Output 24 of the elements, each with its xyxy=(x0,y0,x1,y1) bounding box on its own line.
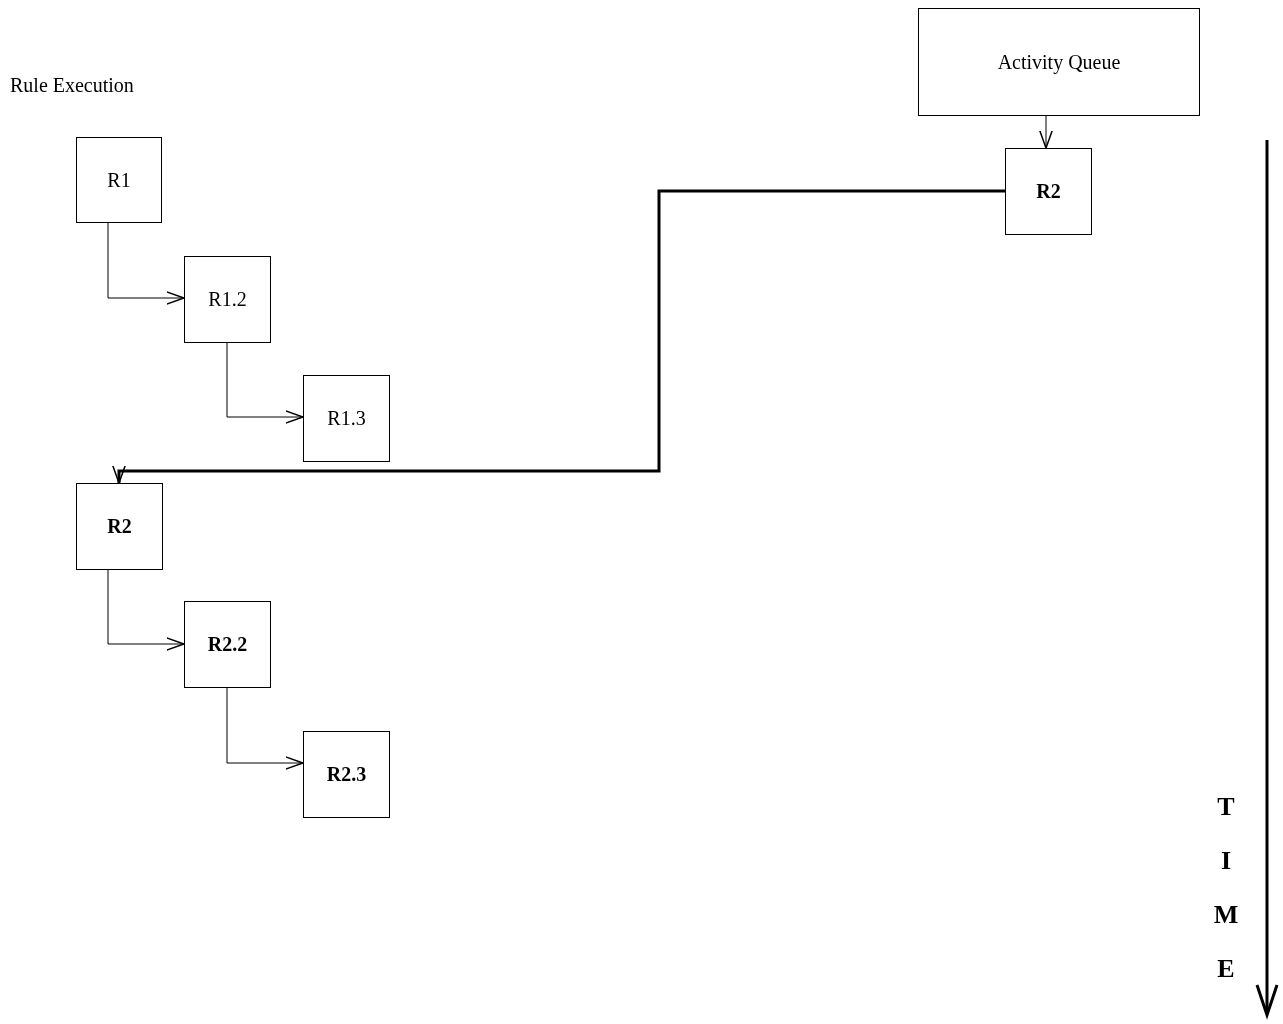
axis-label: TIME xyxy=(1213,791,1239,985)
box-label: R1.2 xyxy=(208,288,247,311)
box-label: R2.3 xyxy=(326,763,367,786)
process-box xyxy=(918,8,1200,116)
box-label: R1.3 xyxy=(327,407,366,430)
process-box xyxy=(303,375,390,462)
process-box xyxy=(184,256,271,343)
box-label: R1 xyxy=(107,168,131,192)
box-label: R2.2 xyxy=(207,633,248,656)
box-label: Activity Queue xyxy=(997,50,1121,74)
box-label: R2 xyxy=(107,515,132,538)
process-box xyxy=(303,731,390,818)
arrow xyxy=(1039,115,1053,149)
box-label: R2 xyxy=(1036,180,1061,203)
arrow xyxy=(226,687,304,770)
arrow xyxy=(226,342,304,424)
arrow xyxy=(112,189,1005,484)
process-box xyxy=(76,483,163,570)
arrow xyxy=(107,222,185,305)
caption-label: Rule Execution xyxy=(10,74,134,97)
process-box xyxy=(76,137,162,223)
process-box xyxy=(184,601,271,688)
arrow xyxy=(107,569,185,651)
process-box xyxy=(1005,148,1092,235)
